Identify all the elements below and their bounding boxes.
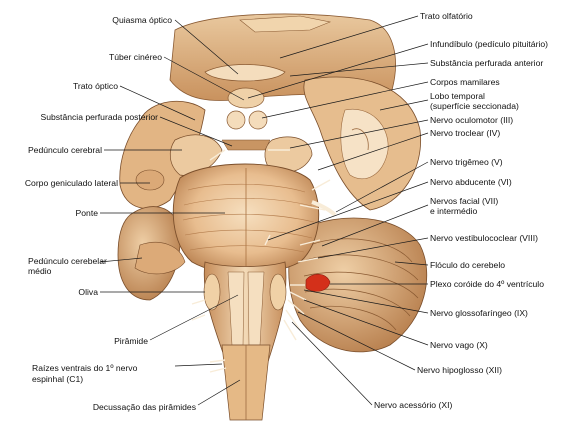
- label-infundibulo: Infundíbulo (pedículo pituitário): [430, 39, 549, 49]
- leader-troclear: [317, 132, 429, 171]
- label-facial-1: Nervos facial (VII): [430, 196, 499, 206]
- leader-quiasma: [174, 19, 239, 75]
- olfactory-tract-shape: [239, 15, 332, 33]
- label-acessorio: Nervo acessório (XI): [374, 400, 453, 410]
- label-glossofaringeo: Nervo glossofaríngeo (IX): [430, 308, 528, 318]
- leader-lobo: [379, 99, 429, 111]
- leader-facial: [321, 204, 429, 247]
- label-quiasma-optico: Quiasma óptico: [112, 15, 172, 25]
- label-subst-perf-posterior: Substância perfurada posterior: [40, 112, 158, 122]
- leader-trato-optico: [119, 85, 196, 121]
- leader-mamilares: [261, 81, 429, 119]
- label-lobo-temporal-2: (superfície seccionada): [430, 101, 519, 111]
- olive-right: [269, 273, 287, 311]
- leader-tuber: [163, 56, 245, 101]
- leader-trigemeo: [335, 161, 429, 213]
- label-floculo: Flóculo do cerebelo: [430, 260, 506, 270]
- leader-decussacao: [197, 379, 241, 406]
- label-troclear: Nervo troclear (IV): [430, 128, 501, 138]
- label-ponte: Ponte: [75, 208, 98, 218]
- label-raizes-2: espinhal (C1): [32, 374, 84, 384]
- label-ped-cerebelar-1: Pedúnculo cerebelar: [28, 256, 107, 266]
- label-trato-olfatorio: Trato olfatório: [420, 11, 473, 21]
- label-corpo-geniculado: Corpo geniculado lateral: [24, 178, 118, 188]
- leader-abducente: [267, 181, 429, 241]
- mammillary-right: [248, 110, 268, 130]
- leader-floculo: [394, 261, 429, 266]
- label-hipoglosso: Nervo hipoglosso (XII): [417, 365, 503, 375]
- cerebellum-right: [288, 217, 428, 353]
- lateral-geniculate-shape: [135, 169, 165, 191]
- label-vestibulococlear: Nervo vestibulococlear (VIII): [430, 233, 538, 243]
- leader-subst-ant: [289, 62, 429, 77]
- leader-infundibulo: [247, 43, 429, 99]
- label-vago: Nervo vago (X): [430, 340, 488, 350]
- leader-acessorio: [291, 321, 373, 406]
- label-lobo-temporal-1: Lobo temporal: [430, 91, 485, 101]
- label-oliva: Oliva: [78, 287, 98, 297]
- leader-vago: [303, 299, 429, 346]
- choroid-plexus-shape: [305, 273, 331, 292]
- middle-cerebellar-peduncle-shape: [134, 242, 186, 275]
- label-trato-optico: Trato óptico: [72, 81, 118, 91]
- label-tuber-cinereo: Túber cinéreo: [108, 52, 162, 62]
- label-ped-cerebelar-2: médio: [28, 266, 52, 276]
- label-plexo: Plexo coróide do 4º ventrículo: [430, 279, 544, 289]
- label-facial-2: e intermédio: [430, 206, 478, 216]
- label-corpos-mamilares: Corpos mamilares: [430, 77, 500, 87]
- leader-glossofaringeo: [303, 289, 429, 314]
- optic-chiasm-shape: [204, 64, 286, 82]
- leader-hipoglosso: [297, 311, 416, 371]
- leader-piramide: [149, 294, 239, 341]
- leader-oculomotor: [289, 119, 429, 149]
- label-abducente: Nervo abducente (VI): [430, 177, 512, 187]
- label-oculomotor: Nervo oculomotor (III): [430, 115, 514, 125]
- leader-subst-post: [159, 116, 233, 147]
- leader-raizes: [174, 363, 223, 367]
- label-trigemeo: Nervo trigêmeo (V): [430, 157, 503, 167]
- label-pedunculo-cerebral: Pedúnculo cerebral: [27, 145, 102, 155]
- leader-ped-cerebelar: [99, 257, 143, 263]
- tuber-shape: [227, 87, 265, 109]
- leader-vestibulococlear: [317, 237, 429, 259]
- label-decussacao: Decussação das pirâmides: [92, 402, 196, 412]
- nerve-rootlets: [191, 149, 331, 373]
- label-subst-perf-anterior: Substância perfurada anterior: [430, 58, 544, 68]
- label-piramide: Pirâmide: [114, 336, 148, 346]
- leader-trato-olfatorio: [279, 15, 419, 59]
- mammillary-left: [226, 110, 246, 130]
- label-raizes-1: Raízes ventrais do 1º nervo: [32, 363, 138, 373]
